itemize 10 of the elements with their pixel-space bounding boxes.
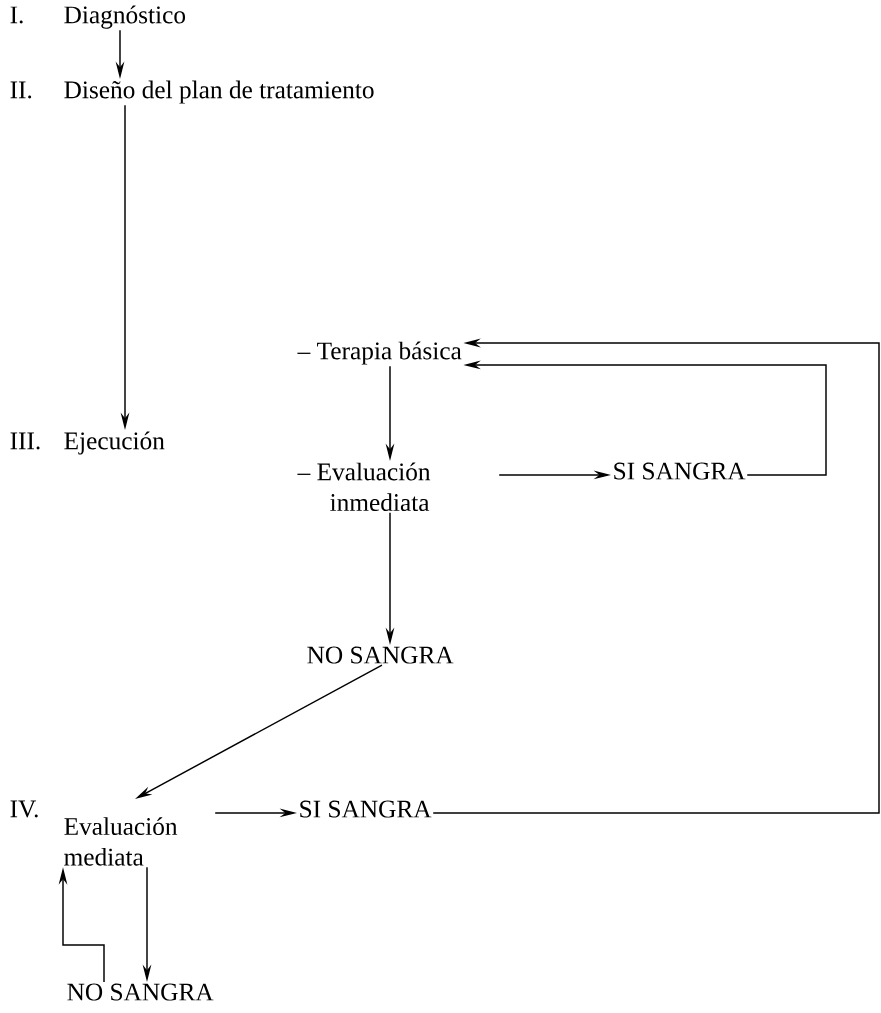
step-text: IV. Evaluación mediata	[10, 800, 178, 866]
step-text: I. Diagnóstico	[10, 5, 186, 29]
step-text: II. Diseño del plan de tratamiento	[10, 80, 374, 104]
step-text: III. Ejecución	[10, 431, 165, 455]
step-text: SI SANGRA	[300, 800, 432, 818]
step-text: SI SANGRA	[614, 462, 746, 480]
step-text: NO SANGRA	[67, 983, 214, 1001]
step-text: – Terapia básica	[297, 341, 462, 365]
step-text: NO SANGRA	[307, 646, 454, 664]
step-text: – Evaluación inmediata	[297, 462, 431, 512]
